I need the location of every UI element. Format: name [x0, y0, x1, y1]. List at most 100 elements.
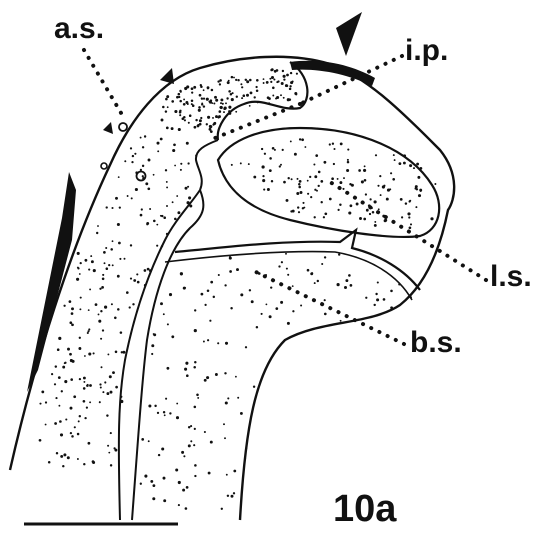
stipple-dot	[307, 269, 310, 272]
stipple-dot	[115, 386, 118, 389]
stipple-dot	[231, 495, 234, 498]
stipple-dot	[110, 391, 113, 394]
stipple-dot	[272, 95, 274, 97]
stipple-dot	[210, 281, 213, 284]
stipple-dot	[217, 342, 219, 344]
stipple-dot	[201, 97, 203, 99]
stipple-dot	[160, 302, 163, 305]
stipple-dot	[158, 454, 160, 456]
stipple-dot	[110, 248, 113, 251]
stipple-dot	[69, 300, 72, 303]
stipple-dot	[90, 255, 92, 257]
stipple-dot	[153, 220, 156, 223]
stipple-dot	[329, 143, 331, 145]
stipple-dot	[208, 472, 211, 475]
stipple-dot	[333, 163, 335, 165]
stipple-dot	[413, 167, 415, 169]
stipple-dot	[333, 148, 335, 150]
stipple-dot	[214, 96, 217, 99]
stipple-dot	[171, 100, 174, 103]
stipple-dot	[209, 125, 212, 128]
stipple-dot	[132, 303, 134, 305]
stipple-dot	[290, 72, 292, 74]
stipple-dot	[179, 114, 181, 116]
stipple-dot	[313, 163, 315, 165]
stipple-dot	[178, 96, 180, 98]
stipple-dot	[246, 94, 249, 97]
stipple-dot	[390, 290, 393, 293]
leader-line-bs	[256, 272, 404, 344]
stipple-dot	[229, 270, 232, 273]
stipple-dot	[83, 377, 86, 380]
stipple-dot	[184, 287, 186, 289]
stipple-dot	[78, 347, 81, 350]
stipple-dot	[274, 70, 277, 73]
stipple-dot	[316, 190, 318, 192]
stipple-dot	[416, 188, 418, 190]
stipple-dot	[248, 163, 250, 165]
stipple-dot	[224, 372, 226, 374]
stipple-dot	[345, 279, 348, 282]
stipple-dot	[99, 288, 101, 290]
stipple-dot	[299, 180, 302, 183]
stipple-dot	[185, 362, 188, 365]
stipple-dot	[45, 401, 47, 403]
stipple-dot	[386, 198, 389, 201]
stipple-dot	[140, 137, 142, 139]
stipple-dot	[70, 378, 73, 381]
stipple-dot	[190, 440, 192, 442]
stipple-dot	[233, 492, 235, 494]
stipple-dot	[377, 185, 379, 187]
stipple-dot	[282, 149, 284, 151]
stipple-dot	[268, 97, 271, 100]
stipple-dot	[88, 269, 90, 271]
stipple-dot	[241, 86, 243, 88]
stipple-dot	[62, 465, 64, 467]
stipple-dot	[61, 390, 63, 392]
stipple-dot	[60, 455, 63, 458]
stipple-dot	[227, 397, 229, 399]
stipple-dot	[394, 159, 396, 161]
stipple-dot	[299, 138, 301, 140]
stipple-dot	[71, 323, 74, 326]
stipple-dot	[204, 304, 206, 306]
stipple-dot	[166, 367, 169, 370]
stipple-dot	[102, 274, 104, 276]
stipple-dot	[207, 339, 209, 341]
stipple-dot	[70, 407, 73, 410]
stipple-dot	[279, 165, 281, 167]
stipple-dot	[207, 290, 210, 293]
stipple-dot	[175, 469, 178, 472]
stipple-dot	[99, 383, 101, 385]
stipple-dot	[141, 438, 144, 441]
stipple-dot	[340, 320, 342, 322]
stipple-dot	[233, 470, 236, 473]
stipple-dot	[51, 373, 53, 375]
stipple-dot	[77, 267, 79, 269]
stipple-dot	[271, 76, 274, 79]
stipple-dot	[403, 162, 406, 165]
stipple-dot	[117, 275, 120, 278]
stipple-dot	[95, 303, 98, 306]
stipple-dot	[110, 432, 112, 434]
stipple-dot	[148, 440, 150, 442]
stipple-dot	[409, 226, 412, 229]
stipple-dot	[204, 431, 206, 433]
stipple-dot	[363, 218, 366, 221]
stipple-dot	[63, 453, 66, 456]
stipple-dot	[142, 175, 144, 177]
stipple-dot	[194, 406, 197, 409]
stipple-dot	[108, 452, 110, 454]
stipple-dot	[256, 326, 258, 328]
stipple-dot	[219, 79, 222, 82]
stipple-dot	[177, 211, 180, 214]
stipple-dot	[285, 253, 287, 255]
pore	[137, 172, 146, 181]
stipple-dot	[228, 90, 231, 93]
stipple-dot	[39, 439, 42, 442]
stipple-dot	[332, 143, 334, 145]
stipple-dot	[118, 176, 120, 178]
stipple-dot	[207, 86, 210, 89]
stipple-dot	[281, 261, 283, 263]
